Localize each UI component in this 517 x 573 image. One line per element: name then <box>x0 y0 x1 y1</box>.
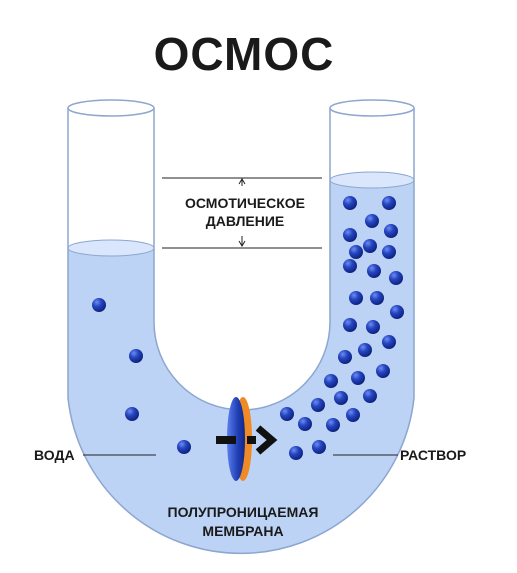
water-particles <box>92 298 191 454</box>
particle <box>334 391 348 405</box>
particle <box>363 239 377 253</box>
particle <box>363 389 377 403</box>
particle <box>349 245 363 259</box>
particle <box>343 259 357 273</box>
particle <box>311 398 325 412</box>
particle <box>280 407 294 421</box>
osmotic-pressure-label-line1: ОСМОТИЧЕСКОЕ <box>185 195 305 211</box>
particle <box>289 446 303 460</box>
water-label: ВОДА <box>34 447 75 463</box>
liquid-body <box>68 180 414 554</box>
double-arrow-vertical-icon <box>238 178 246 247</box>
osmotic-pressure-label-line2: ДАВЛЕНИЕ <box>206 213 285 229</box>
particle <box>338 350 352 364</box>
particle <box>312 440 326 454</box>
particle <box>92 298 106 312</box>
particle <box>326 418 340 432</box>
particle <box>365 214 379 228</box>
particle <box>370 291 384 305</box>
particle <box>343 228 357 242</box>
particle <box>346 408 360 422</box>
arrow-right-icon <box>216 425 278 455</box>
particle <box>324 374 338 388</box>
left-tube-opening <box>67 99 155 117</box>
particle <box>351 371 365 385</box>
diagram-title: ОСМОС <box>154 28 335 80</box>
particle <box>343 318 357 332</box>
particle <box>349 291 363 305</box>
particle <box>366 320 380 334</box>
particle <box>343 196 357 210</box>
membrane-label-line2: МЕМБРАНА <box>202 523 283 539</box>
particle <box>376 364 390 378</box>
particle <box>390 305 404 319</box>
solution-surface <box>329 171 415 189</box>
particle <box>389 271 403 285</box>
particle <box>384 224 398 238</box>
right-tube-opening <box>329 99 415 117</box>
particle <box>382 196 396 210</box>
water-surface <box>67 239 155 257</box>
particle <box>129 349 143 363</box>
membrane-label-line1: ПОЛУПРОНИЦАЕМАЯ <box>168 504 319 520</box>
particle <box>358 343 372 357</box>
solution-label: РАСТВОР <box>400 447 466 463</box>
particle <box>367 264 381 278</box>
particle <box>382 245 396 259</box>
particle <box>298 417 312 431</box>
particle <box>125 407 139 421</box>
solution-particles <box>280 196 404 460</box>
particle <box>382 335 396 349</box>
particle <box>177 440 191 454</box>
